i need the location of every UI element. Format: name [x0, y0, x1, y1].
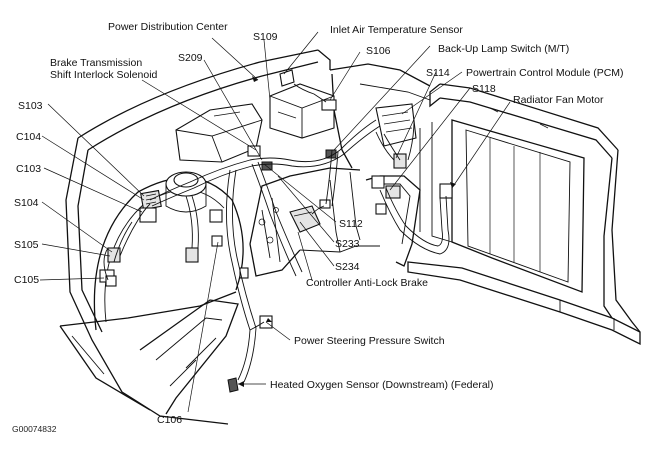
label-back-up-lamp-switch: Back-Up Lamp Switch (M/T)	[438, 43, 570, 55]
label-c104: C104	[16, 131, 42, 143]
label-s112: S112	[339, 218, 363, 230]
arrowheads	[238, 76, 456, 387]
wiring-harness	[103, 83, 450, 383]
label-s106: S106	[366, 45, 391, 57]
label-s209: S209	[178, 52, 203, 64]
label-s118: S118	[472, 83, 496, 95]
label-s104: S104	[14, 197, 39, 209]
label-s103: S103	[18, 100, 43, 112]
label-heated-oxygen-sensor: Heated Oxygen Sensor (Downstream) (Feder…	[270, 379, 494, 391]
label-c106: C106	[157, 414, 183, 426]
label-radiator-fan-motor: Radiator Fan Motor	[513, 94, 604, 106]
label-controller-anti-lock-brake: Controller Anti-Lock Brake	[306, 277, 428, 289]
label-powertrain-control-module: Powertrain Control Module (PCM)	[466, 67, 624, 79]
label-s109: S109	[253, 31, 278, 43]
power-distribution-center	[269, 83, 335, 139]
label-shift-interlock-solenoid: Shift Interlock Solenoid	[50, 69, 158, 81]
label-c103: C103	[16, 163, 42, 175]
connectors	[99, 69, 453, 393]
label-power-steering-pressure-switch: Power Steering Pressure Switch	[294, 335, 445, 347]
label-inlet-air-temperature-sensor: Inlet Air Temperature Sensor	[330, 24, 463, 36]
air-box	[175, 103, 263, 163]
radiator-support	[407, 83, 641, 346]
label-power-distribution-center: Power Distribution Center	[108, 21, 228, 33]
leader-lines	[39, 31, 511, 413]
strut-tower	[165, 171, 207, 213]
label-s105: S105	[14, 239, 39, 251]
figure-id: G00074832	[12, 424, 57, 434]
label-s114: S114	[426, 67, 450, 79]
right-fender-apron	[329, 63, 431, 267]
label-s233: S233	[335, 238, 360, 250]
label-brake-transmission: Brake Transmission	[50, 57, 143, 69]
label-c105: C105	[14, 274, 40, 286]
label-s234: S234	[335, 261, 360, 273]
